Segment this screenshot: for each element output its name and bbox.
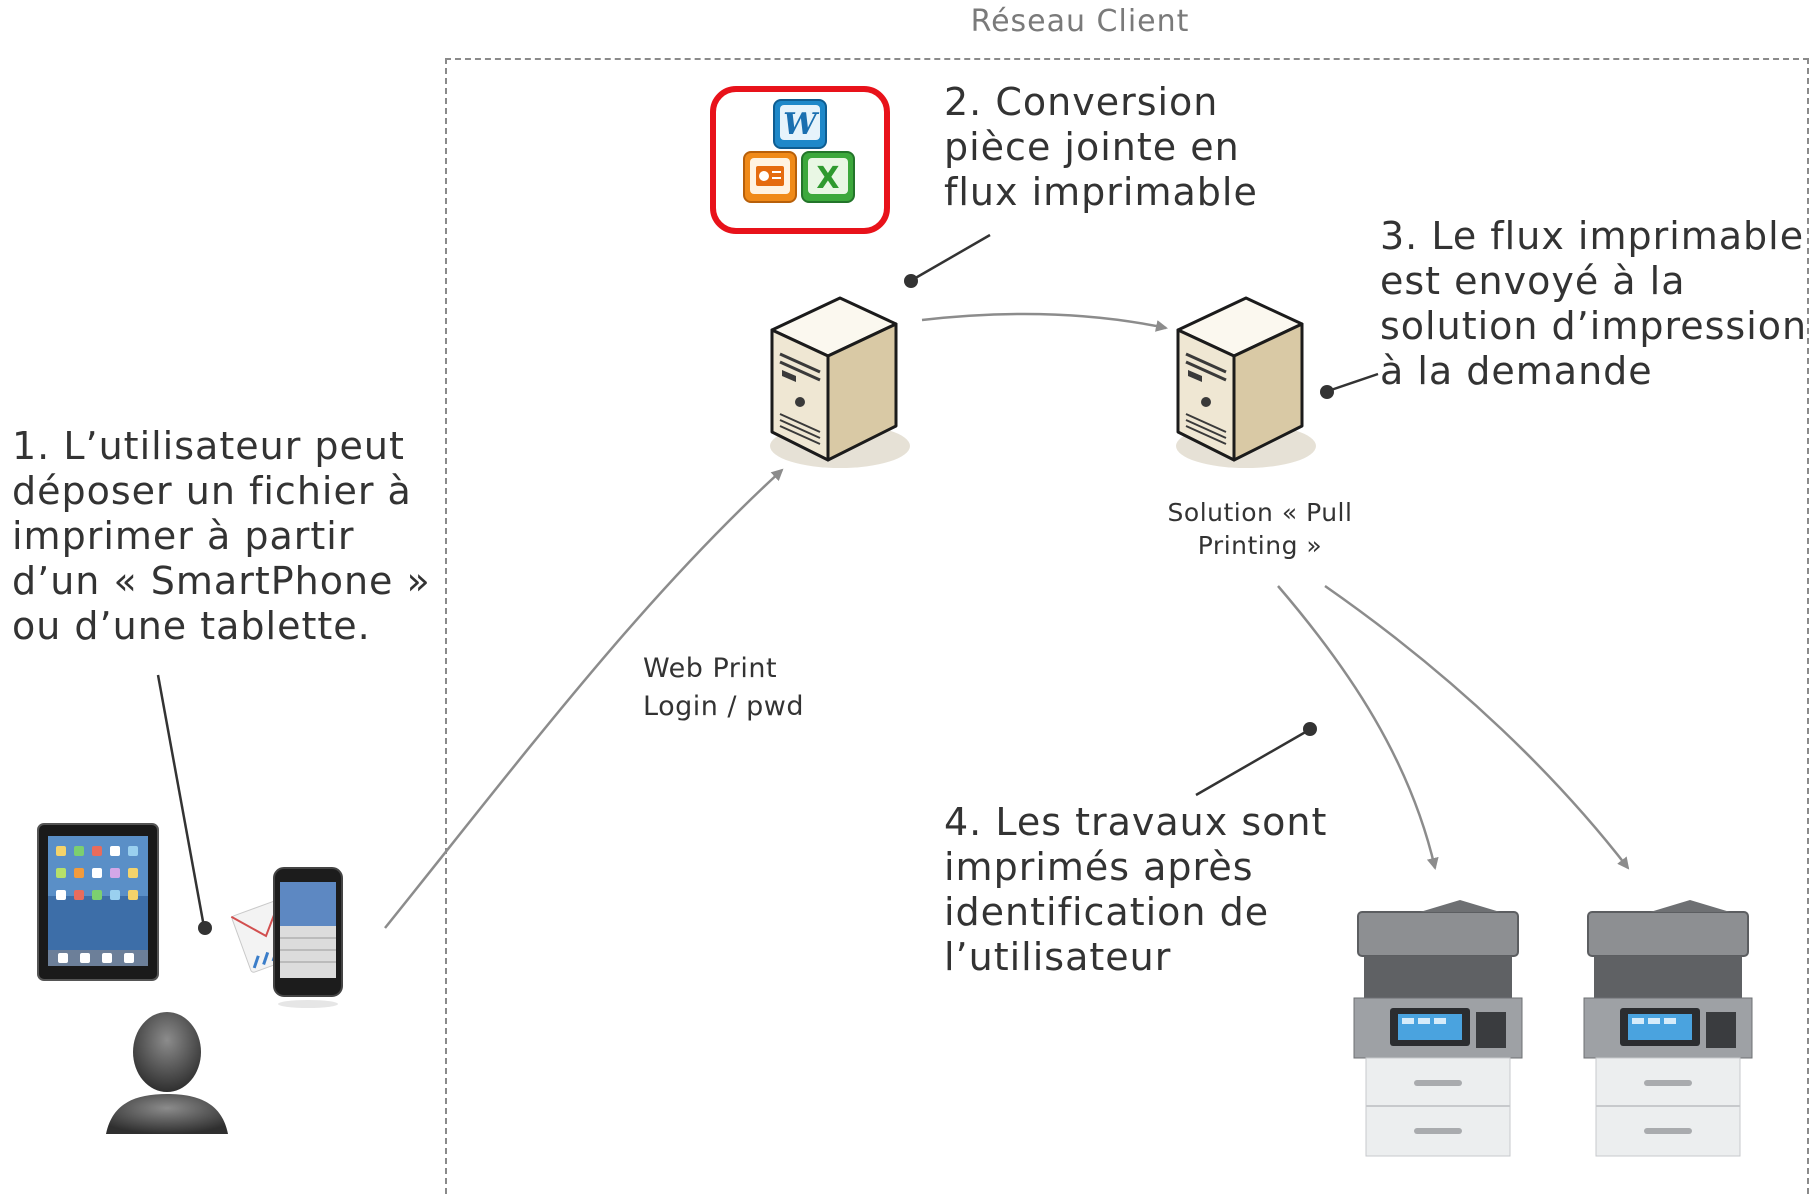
to-printer-2-arrow — [1324, 584, 1630, 870]
step3-text: 3. Le flux imprimable est envoyé à la so… — [1380, 214, 1808, 393]
conversion-server-icon — [770, 296, 910, 468]
client-network-boundary — [445, 58, 1809, 1194]
upload-arrow — [384, 468, 784, 929]
pull-printing-server-icon — [1176, 296, 1316, 468]
printer-2-icon — [1583, 900, 1753, 1157]
client-network-label: Réseau Client — [970, 4, 1190, 39]
web-print-label: Web Print Login / pwd — [643, 653, 804, 722]
to-printer-1-arrow — [1277, 585, 1439, 870]
leader-step4-dot — [1303, 722, 1317, 736]
office-conversion-badge: W X — [710, 86, 890, 234]
leader-step1-dot — [198, 921, 212, 935]
leader-step2-dot — [904, 274, 918, 288]
powerpoint-icon — [743, 151, 797, 203]
printer-1-icon — [1353, 900, 1523, 1157]
tablet-icon — [37, 823, 159, 981]
word-icon-letter: W — [783, 107, 820, 142]
step2-text: 2. Conversion pièce jointe en flux impri… — [944, 80, 1258, 214]
pull-printing-label: Solution « Pull Printing » — [1167, 498, 1353, 560]
user-icon — [106, 1012, 228, 1134]
step1-text: 1. L’utilisateur peut déposer un fichier… — [12, 424, 431, 648]
smartphone-icon — [230, 867, 343, 1008]
leader-step2 — [911, 233, 991, 282]
leader-step3-dot — [1320, 385, 1334, 399]
word-icon: W — [773, 99, 827, 149]
step4-text: 4. Les travaux sont imprimés après ident… — [944, 800, 1328, 979]
leader-step3 — [1327, 372, 1379, 393]
leader-step1 — [156, 674, 206, 928]
excel-icon: X — [801, 151, 855, 203]
leader-step4 — [1195, 728, 1310, 797]
excel-icon-letter: X — [816, 161, 839, 196]
server-to-server-arrow — [921, 312, 1168, 332]
